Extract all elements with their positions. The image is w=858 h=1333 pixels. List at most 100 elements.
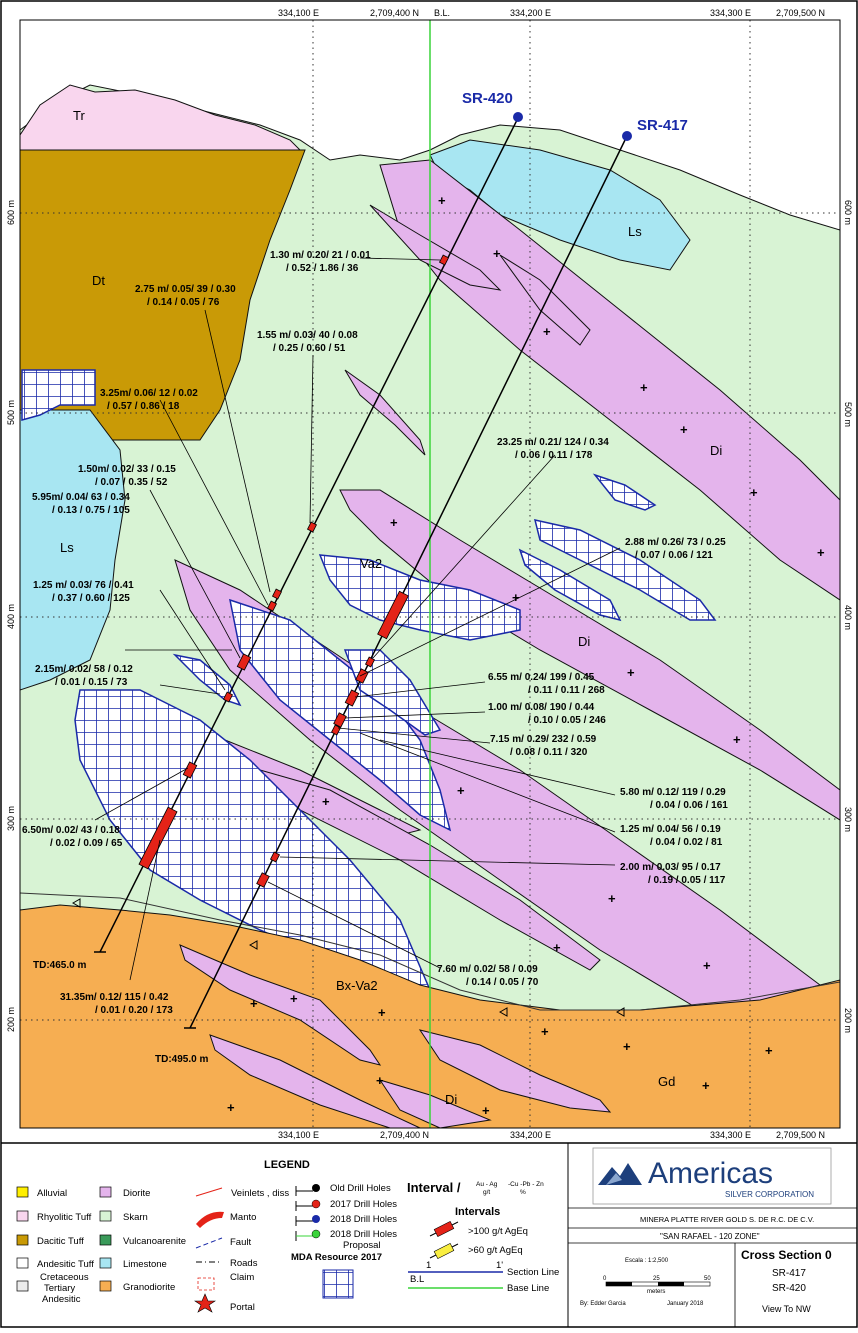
- interval-label: 1.55 m/ 0.03/ 40 / 0.08: [257, 330, 358, 341]
- interval-label: / 0.14 / 0.05 / 70: [466, 977, 539, 988]
- company-logo-frame: [592, 1147, 832, 1205]
- legend-lithology: Alluvial Rhyolitic Tuff Dacitic Tuff And…: [16, 1186, 186, 1305]
- scale-0: 0: [603, 1276, 607, 1282]
- svg-text:+: +: [640, 380, 648, 395]
- interval-label: / 0.13 / 0.75 / 105: [52, 505, 130, 516]
- interval-label: 5.95m/ 0.04/ 63 / 0.34: [32, 492, 130, 503]
- legend-diorite: Diorite: [123, 1188, 150, 1199]
- elev-right-500: 500 m: [843, 402, 853, 427]
- unit-label-di-1: Di: [710, 443, 722, 458]
- svg-text:+: +: [512, 590, 520, 605]
- legend-mda-resource: MDA Resource 2017: [291, 1252, 382, 1263]
- svg-text:+: +: [457, 783, 465, 798]
- svg-text:+: +: [482, 1103, 490, 1118]
- interval-label: 3.25m/ 0.06/ 12 / 0.02: [100, 388, 198, 399]
- legend-manto: Manto: [230, 1212, 256, 1223]
- interval-label: / 0.11 / 0.11 / 268: [528, 685, 605, 696]
- legend-section-line: Section Line: [507, 1267, 559, 1278]
- va2-body-4: [533, 519, 717, 621]
- legend-claim: Claim: [230, 1272, 254, 1283]
- interval-label: 2.88 m/ 0.26/ 73 / 0.25: [625, 537, 726, 548]
- svg-text:+: +: [608, 891, 616, 906]
- legend-base-line: Base Line: [507, 1283, 549, 1294]
- diorite-cross-symbols: +++ +++ +++ +++ +++ +++ +++ +++ ++: [227, 193, 825, 1118]
- unit-label-ls-left: Ls: [60, 540, 74, 555]
- coord-top-n2: 2,709,500 N: [776, 8, 825, 18]
- unit-label-di-2: Di: [578, 634, 590, 649]
- td-label-sr420: TD:465.0 m: [33, 960, 86, 971]
- interval-label: / 0.07 / 0.35 / 52: [95, 477, 168, 488]
- coord-top-n1: 2,709,400 N: [370, 8, 419, 18]
- svg-text:6.55 m/ 0.24/ 199 / 0.45/ 0.11: 6.55 m/ 0.24/ 199 / 0.45 / 0.11 / 0.11 / …: [488, 672, 605, 696]
- diorite-sliver-1: [369, 204, 502, 291]
- legend-structures: Veinlets , diss Manto Fault Roads Claim …: [194, 1187, 289, 1313]
- coord-top-e3: 334,300 E: [710, 8, 751, 18]
- company-subtitle: SILVER CORPORATION: [725, 1190, 814, 1199]
- legend-cretaceous-2: Tertiary: [44, 1283, 75, 1294]
- map-area: +++ +++ +++ +++ +++ +++ +++ +++ ++: [20, 20, 840, 1128]
- svg-text:+: +: [623, 1039, 631, 1054]
- legend-vulcanoarenite: Vulcanoarenite: [123, 1236, 186, 1247]
- svg-text:1.30 m/ 0.20/ 21 / 0.01/ 0.52: 1.30 m/ 0.20/ 21 / 0.01/ 0.52 / 1.86 / 3…: [270, 250, 371, 274]
- interval-label: / 0.08 / 0.11 / 320: [510, 747, 588, 758]
- collar-sr417[interactable]: [622, 131, 632, 141]
- diorite-dike-4: [378, 1079, 492, 1128]
- legend-int-100: >100 g/t AgEq: [468, 1226, 528, 1237]
- svg-text:1.55 m/ 0.03/ 40 / 0.08/ 0.25: 1.55 m/ 0.03/ 40 / 0.08/ 0.25 / 0.60 / 5…: [257, 330, 358, 354]
- author: By: Edder Garcia: [580, 1301, 626, 1307]
- scale-meters: meters: [647, 1289, 665, 1295]
- svg-text:+: +: [322, 794, 330, 809]
- elev-right-200: 200 m: [843, 1008, 853, 1033]
- interval-label: / 0.57 / 0.86 / 18: [107, 401, 180, 412]
- interval-label: 6.55 m/ 0.24/ 199 / 0.45: [488, 672, 595, 683]
- svg-text:+: +: [703, 958, 711, 973]
- intercept-markers: [138, 254, 450, 888]
- legend-sec-a: 1: [426, 1260, 431, 1271]
- elev-left-400: 400 m: [6, 604, 16, 629]
- diorite-dike-2: [209, 1034, 421, 1128]
- legend-cretaceous-1: Cretaceous: [40, 1272, 89, 1283]
- legend-interval-pct: %: [520, 1189, 526, 1196]
- interval-labels: 1.30 m/ 0.20/ 21 / 0.01/ 0.52 / 1.86 / 3…: [22, 250, 728, 1016]
- interval-label: 31.35m/ 0.12/ 115 / 0.42: [60, 992, 169, 1003]
- legend-limestone: Limestone: [123, 1259, 167, 1270]
- svg-text:2.75 m/ 0.05/ 39 / 0.30/ 0.14: 2.75 m/ 0.05/ 39 / 0.30/ 0.14 / 0.05 / 7…: [135, 284, 236, 308]
- unit-label-ls-top: Ls: [628, 224, 642, 239]
- collar-sr420[interactable]: [513, 112, 523, 122]
- interval-label: 7.15 m/ 0.29/ 232 / 0.59: [490, 734, 597, 745]
- interval-label: 1.50m/ 0.02/ 33 / 0.15: [78, 464, 176, 475]
- unit-label-va2: Va2: [360, 556, 382, 571]
- portal-star-icon: [194, 1293, 216, 1313]
- legend-bl: B.L: [410, 1274, 424, 1285]
- svg-text:+: +: [290, 991, 298, 1006]
- va2-body-7: [172, 653, 242, 707]
- svg-text:+: +: [438, 193, 446, 208]
- section-title: Cross Section 0: [741, 1248, 832, 1262]
- legend-alluvial: Alluvial: [37, 1188, 67, 1199]
- diorite-dike-1: [179, 944, 382, 1066]
- interval-label: 1.00 m/ 0.08/ 190 / 0.44: [488, 702, 595, 713]
- interval-label: / 0.37 / 0.60 / 125: [52, 593, 130, 604]
- legend-veinlets: Veinlets , diss: [231, 1188, 289, 1199]
- td-label-sr417: TD:495.0 m: [155, 1054, 208, 1065]
- interval-label: 2.75 m/ 0.05/ 39 / 0.30: [135, 284, 236, 295]
- mountain-logo-icon: [598, 1163, 642, 1185]
- legend-granodiorite: Granodiorite: [123, 1282, 175, 1293]
- svg-text:+: +: [765, 1043, 773, 1058]
- interval-label: / 0.01 / 0.20 / 173: [95, 1005, 173, 1016]
- road-line: [20, 892, 840, 1011]
- interval-label: / 0.02 / 0.09 / 65: [50, 838, 123, 849]
- coord-top-bl: B.L.: [434, 8, 450, 18]
- legend-dacitic: Dacitic Tuff: [37, 1236, 84, 1247]
- legend-skarn: Skarn: [123, 1212, 148, 1223]
- unit-label-di-3: Di: [445, 1092, 457, 1107]
- section-hole-1: SR-417: [772, 1268, 806, 1279]
- coord-bottom-e1: 334,100 E: [278, 1130, 319, 1140]
- unit-label-gd: Gd: [658, 1074, 675, 1089]
- svg-text:+: +: [553, 940, 561, 955]
- coord-bottom-n1: 2,709,400 N: [380, 1130, 429, 1140]
- svg-text:23.25 m/ 0.21/ 124 / 0.34/ 0.0: 23.25 m/ 0.21/ 124 / 0.34/ 0.06 / 0.11 /…: [497, 437, 609, 461]
- va2-body-6: [592, 473, 657, 511]
- date: January 2018: [667, 1301, 704, 1307]
